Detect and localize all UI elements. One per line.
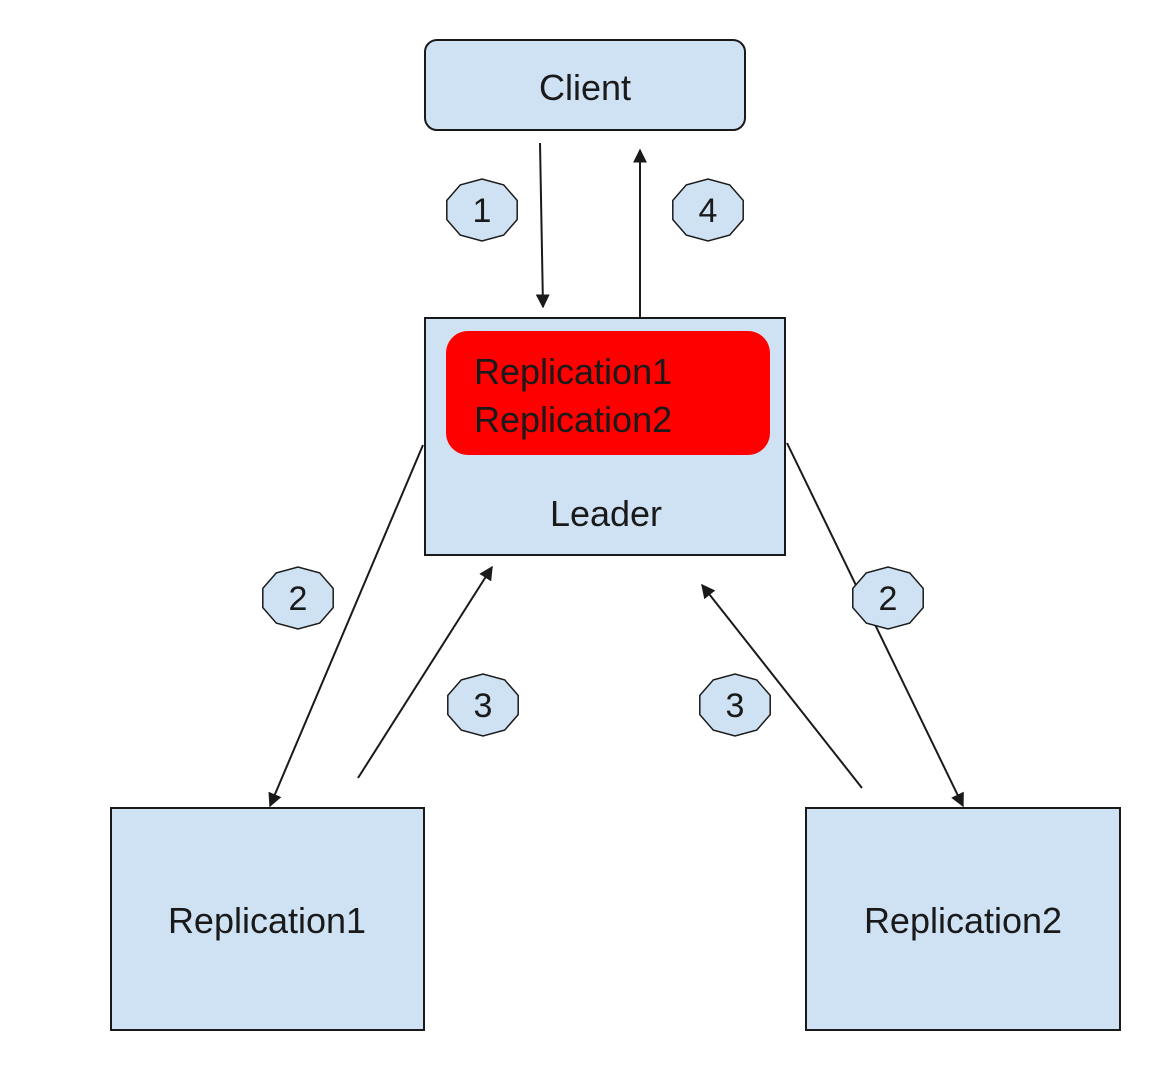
replication2-node[interactable]: Replication2 xyxy=(805,807,1121,1031)
step-badge-3b: 3 xyxy=(699,673,771,737)
step-badge-label: 1 xyxy=(473,192,492,230)
step-badge-label: 2 xyxy=(289,580,308,618)
step-badge-label: 4 xyxy=(699,192,718,230)
client-label: Client xyxy=(539,67,631,108)
arrow-replication1-to-leader xyxy=(357,565,493,779)
step-badge-2a: 2 xyxy=(262,566,334,630)
step-badge-label: 3 xyxy=(474,687,493,725)
client-node[interactable]: Client xyxy=(424,39,746,131)
step-badge-3a: 3 xyxy=(447,673,519,737)
step-badge-shape xyxy=(447,673,519,737)
step-badge-2b: 2 xyxy=(852,566,924,630)
leader-replica-line-2: Replication2 xyxy=(474,399,672,440)
step-badge-1: 1 xyxy=(446,178,518,242)
replication1-label: Replication1 xyxy=(168,900,366,941)
arrow-leader-to-replication1 xyxy=(268,444,424,808)
leader-replica-line-1: Replication1 xyxy=(474,351,672,392)
leader-node[interactable]: Replication1 Replication2 Leader xyxy=(424,317,786,556)
step-badge-shape xyxy=(262,566,334,630)
arrow-client-to-leader xyxy=(535,142,550,309)
step-badge-4: 4 xyxy=(672,178,744,242)
replication1-node[interactable]: Replication1 xyxy=(110,807,425,1031)
leader-label: Leader xyxy=(550,493,662,534)
step-badge-label: 2 xyxy=(879,580,898,618)
step-badge-shape xyxy=(446,178,518,242)
step-badge-shape xyxy=(699,673,771,737)
replication2-label: Replication2 xyxy=(864,900,1062,941)
step-badge-shape xyxy=(672,178,744,242)
step-badge-shape xyxy=(852,566,924,630)
arrow-replication2-to-leader xyxy=(701,583,863,789)
step-badge-label: 3 xyxy=(726,687,745,725)
leader-replica-list xyxy=(446,331,770,455)
